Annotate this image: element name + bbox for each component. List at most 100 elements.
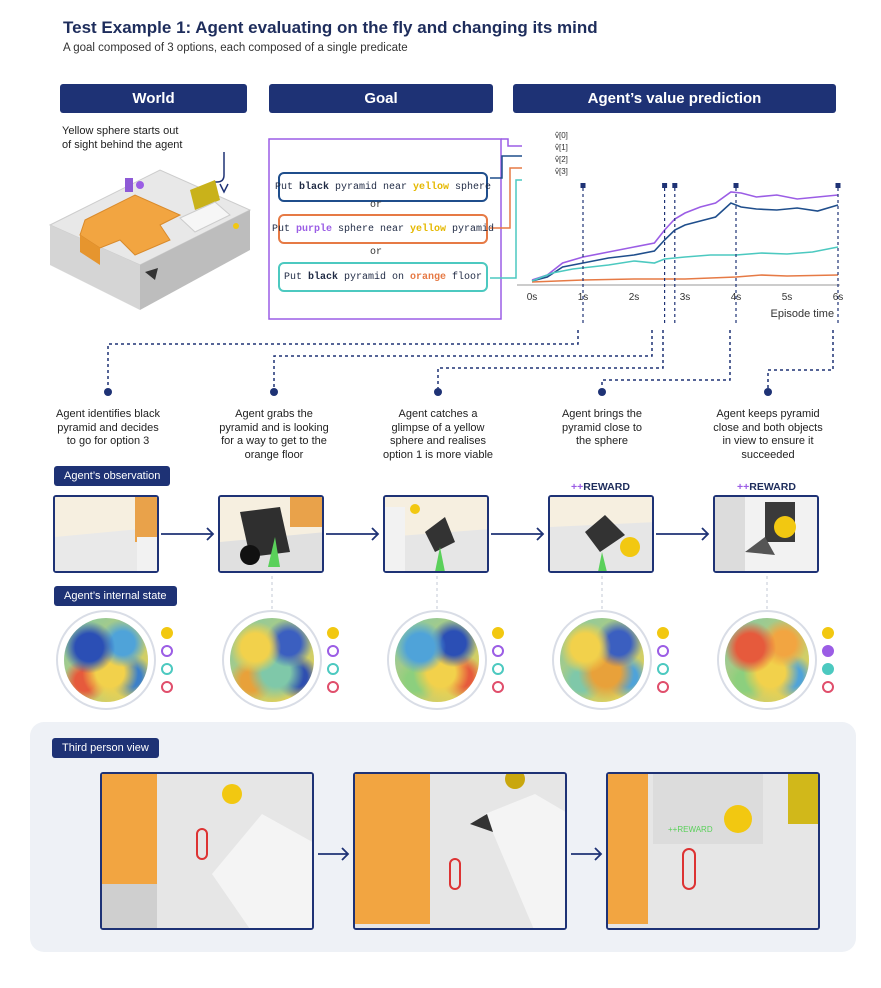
state-indicator-dot: [161, 663, 173, 675]
state-indicator-dot: [161, 627, 173, 639]
internal-state-4: [552, 610, 652, 710]
third-person-frame-2: [353, 772, 567, 930]
reward-prefix: ++: [571, 481, 584, 493]
third-person-arrows: [318, 847, 603, 861]
state-indicator-dot: [492, 663, 504, 675]
state-connectors: [271, 576, 768, 610]
state-indicator-dot: [327, 627, 339, 639]
step-line: Agent brings the: [561, 408, 643, 420]
step-connectors: [104, 330, 834, 396]
goal-option-text: yellow: [413, 181, 450, 193]
goal-connectors: [268, 138, 522, 320]
marker-square: [733, 183, 739, 188]
step-line: Agent identifies black: [56, 408, 160, 420]
state-heatmap: [725, 618, 809, 702]
step-line: Agent grabs the: [235, 408, 313, 420]
goal-option-text: sphere near: [332, 223, 411, 235]
observation-frame-4: [548, 495, 654, 573]
observation-arrows: [161, 527, 710, 541]
legend-label: v̂[1]: [555, 143, 568, 152]
reward-label-5: ++REWARD: [737, 481, 796, 493]
state-indicator-dot: [492, 627, 504, 639]
reward-prefix: ++: [737, 481, 750, 493]
state-indicator-dot: [161, 681, 173, 693]
marker-square: [580, 183, 586, 188]
goal-option-text: Put: [274, 181, 299, 193]
step-line: for a way to get to the: [221, 435, 327, 447]
x-tick-label: 1s: [578, 292, 589, 303]
world-scene: [48, 152, 252, 310]
page-title: Test Example 1: Agent evaluating on the …: [63, 18, 598, 37]
world-note: Yellow sphere starts out of sight behind…: [62, 124, 182, 152]
state-indicator-dot: [822, 645, 834, 657]
x-tick-label: 2s: [629, 292, 640, 303]
observation-frame-2: [218, 495, 324, 573]
state-heatmap: [395, 618, 479, 702]
step-line: the sphere: [576, 435, 628, 447]
goal-option-3: Put black pyramid on orange floor: [278, 262, 488, 292]
state-indicator-dot: [161, 645, 173, 657]
reward-word: REWARD: [583, 481, 630, 493]
state-indicator-dot: [657, 627, 669, 639]
step-line: close and both objects: [713, 421, 823, 434]
x-axis-label: Episode time: [771, 308, 835, 320]
legend-label: v̂[3]: [555, 167, 568, 176]
goal-option-text: orange: [410, 271, 447, 283]
step-line: succeeded: [741, 448, 795, 461]
state-indicator-dot: [492, 645, 504, 657]
observation-frame-5: [713, 495, 819, 573]
internal-state-3: [387, 610, 487, 710]
third-person-frame-3: ++REWARD: [606, 772, 820, 930]
internal-state-label: Agent’s internal state: [54, 586, 177, 606]
state-indicator-dot: [657, 645, 669, 657]
state-indicator-dot: [822, 681, 834, 693]
state-indicator-dot: [822, 663, 834, 675]
legend-label: v̂[0]: [555, 131, 568, 140]
series-line-2: [531, 274, 839, 283]
step-line: Agent catches a: [398, 408, 478, 420]
state-heatmap: [230, 618, 314, 702]
internal-state-2: [222, 610, 322, 710]
world-note-line-2: of sight behind the agent: [62, 139, 183, 151]
marker-square: [672, 183, 678, 188]
step-line: pyramid close to: [561, 421, 643, 434]
world-header: World: [60, 84, 247, 113]
goal-option-text: black: [298, 181, 329, 193]
step-line: pyramid and is looking: [219, 421, 329, 434]
state-indicator-dot: [327, 663, 339, 675]
state-indicator-dot: [492, 681, 504, 693]
internal-state-5: [717, 610, 817, 710]
state-indicator-dot: [657, 681, 669, 693]
state-indicator-dot: [327, 645, 339, 657]
goal-option-text: pyramid near: [329, 181, 414, 193]
step-line: option 1 is more viable: [382, 448, 494, 461]
state-indicator-dot: [657, 663, 669, 675]
state-heatmap: [560, 618, 644, 702]
page-subtitle: A goal composed of 3 options, each compo…: [63, 42, 408, 54]
goal-option-text: yellow: [410, 223, 447, 235]
marker-square: [835, 183, 841, 188]
observation-label: Agent’s observation: [54, 466, 171, 486]
x-tick-label: 0s: [527, 292, 538, 303]
value-header: Agent’s value prediction: [513, 84, 836, 113]
x-tick-label: 6s: [833, 292, 844, 303]
step-line: Agent keeps pyramid: [716, 408, 820, 420]
reward-word: REWARD: [749, 481, 796, 493]
x-tick-label: 3s: [680, 292, 691, 303]
legend-label: v̂[2]: [555, 155, 568, 164]
observation-frame-1: [53, 495, 159, 573]
step-line: in view to ensure it: [722, 435, 814, 447]
goal-option-text: pyramid: [446, 223, 495, 235]
goal-option-text: floor: [446, 271, 483, 283]
observation-frame-3: [383, 495, 489, 573]
step-line: glimpse of a yellow: [391, 421, 485, 434]
goal-option-2: Put purple sphere near yellow pyramid: [272, 214, 494, 244]
goal-header: Goal: [269, 84, 493, 113]
step-line: orange floor: [244, 448, 304, 461]
step-line: pyramid and decides: [57, 421, 159, 434]
